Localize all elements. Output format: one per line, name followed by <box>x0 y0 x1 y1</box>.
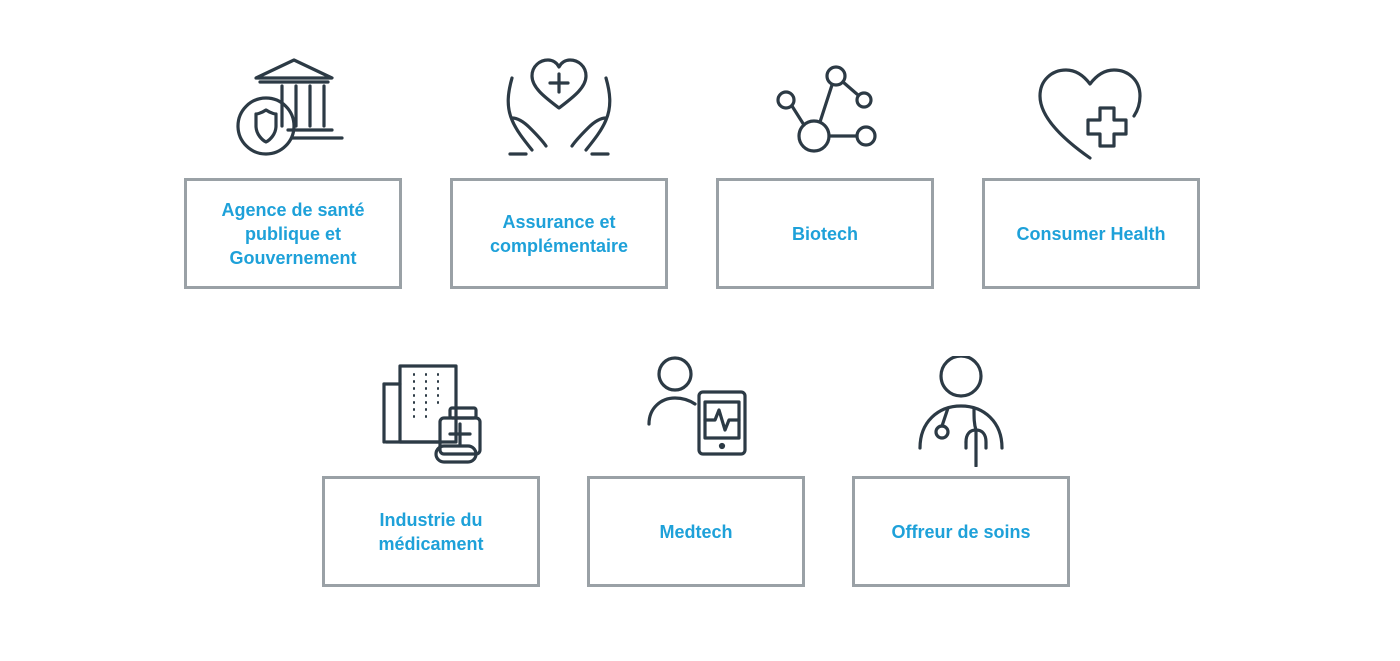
card-industrie: Industrie du médicament <box>322 356 540 587</box>
card-label: Biotech <box>791 223 858 244</box>
card-box[interactable]: Offreur de soins <box>852 476 1070 587</box>
card-label: Consumer Health <box>1016 223 1166 244</box>
card-box[interactable]: Medtech <box>587 476 805 587</box>
card-box[interactable]: Agence de santé publique et Gouvernement <box>184 178 402 289</box>
card-assurance: Assurance et complémentaire <box>450 58 668 289</box>
person-tablet-monitor-icon <box>587 356 805 467</box>
government-building-badge-icon <box>184 58 402 169</box>
molecule-icon <box>716 58 934 169</box>
card-label: Assurance et complémentaire <box>489 211 629 256</box>
card-offreur-soins: Offreur de soins <box>852 356 1070 587</box>
hands-heart-icon <box>450 58 668 169</box>
heart-plus-icon <box>982 58 1200 169</box>
card-box[interactable]: Assurance et complémentaire <box>450 178 668 289</box>
card-box[interactable]: Biotech <box>716 178 934 289</box>
doctor-stethoscope-icon <box>852 356 1070 467</box>
card-box[interactable]: Industrie du médicament <box>322 476 540 587</box>
card-box[interactable]: Consumer Health <box>982 178 1200 289</box>
card-label: Offreur de soins <box>891 521 1031 542</box>
card-agence-sante: Agence de santé publique et Gouvernement <box>184 58 402 289</box>
card-label: Industrie du médicament <box>378 509 484 554</box>
pharma-factory-icon <box>322 356 540 467</box>
card-medtech: Medtech <box>587 356 805 587</box>
card-biotech: Biotech <box>716 58 934 289</box>
card-consumer-health: Consumer Health <box>982 58 1200 289</box>
card-label: Agence de santé publique et Gouvernement <box>221 199 365 268</box>
card-label: Medtech <box>659 521 733 542</box>
